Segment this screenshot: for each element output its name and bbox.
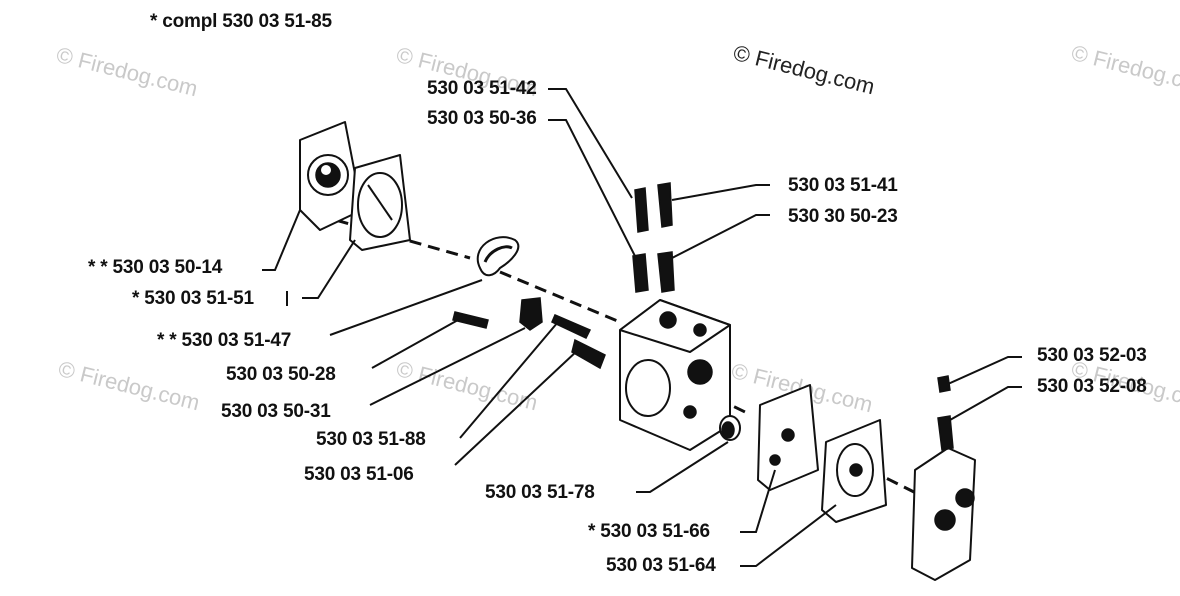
pump-cover — [911, 447, 976, 581]
leader-lines — [262, 88, 1022, 567]
part-label: 530 03 51-88 — [316, 429, 426, 450]
part-label: 530 03 51-42 — [427, 78, 537, 99]
gasket-plate-left — [299, 121, 363, 231]
screw-part — [452, 311, 489, 329]
part-label: 530 03 52-03 — [1037, 345, 1147, 366]
part-label: * 530 03 51-51 — [132, 288, 254, 309]
diaphragm-plate — [349, 154, 411, 251]
carburetor-body — [619, 299, 731, 451]
gasket-plate-right — [757, 384, 819, 491]
part-label: * 530 03 51-66 — [588, 521, 710, 542]
part-label: 530 03 51-41 — [788, 175, 898, 196]
part-label: 530 03 51-78 — [485, 482, 595, 503]
needle-screw-a — [632, 187, 649, 293]
cover-screw — [937, 375, 954, 451]
needle-part — [551, 314, 592, 339]
part-label: 530 03 52-08 — [1037, 376, 1147, 397]
part-label: 530 03 50-36 — [427, 108, 537, 129]
part-label: 530 30 50-23 — [788, 206, 898, 227]
spring-part — [571, 338, 606, 370]
plug-part — [719, 415, 741, 441]
clip-part — [476, 236, 520, 277]
assembly-label: * compl 530 03 51-85 — [150, 11, 332, 32]
needle-screw-b — [657, 182, 675, 293]
part-label: * * 530 03 51-47 — [157, 330, 292, 351]
assembly-axis — [299, 208, 931, 502]
part-label: 530 03 50-28 — [226, 364, 336, 385]
part-label: * * 530 03 50-14 — [88, 257, 223, 278]
pump-diaphragm — [821, 419, 887, 523]
part-label: 530 03 50-31 — [221, 401, 331, 422]
nipple-part — [519, 297, 543, 331]
part-label: 530 03 51-64 — [606, 555, 716, 576]
part-label: 530 03 51-06 — [304, 464, 414, 485]
